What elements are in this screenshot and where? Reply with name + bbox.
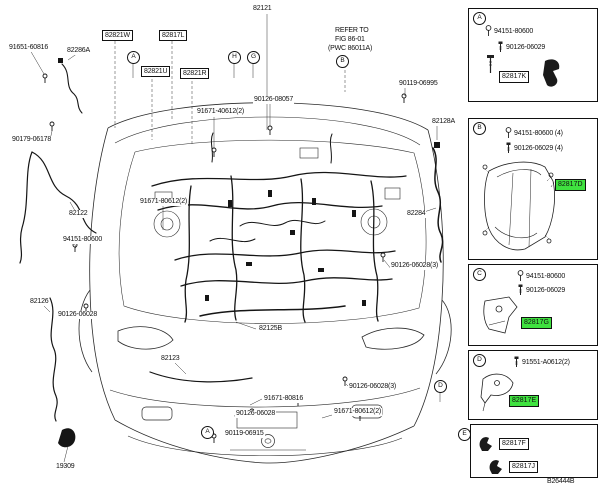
bolt-icon [498,41,503,52]
part-number-label: 91671-80612(2) [333,408,383,416]
wiring-harness [19,63,444,422]
part-number-label: 82284 [406,210,427,218]
callout-letter-a: A [473,12,486,25]
part-number-label: 94151-80600 [62,236,104,244]
callout-letter-e: E [458,428,471,441]
part-number-label: REFER TO [334,27,370,35]
drawing-number: B26444B [547,478,575,485]
part-illustration-82817g [483,296,518,334]
part-illustration-82817f [479,437,492,451]
part-tag: 82817F [499,438,529,450]
part-number-label: 91671-40612(2) [196,108,246,116]
bolt-icon [514,356,519,367]
part-number-label: 90126-06028 [235,410,277,418]
part-number-label: 90119-06995 [398,80,439,88]
part-number: 90126-06029 (4) [514,144,563,152]
part-illustration-82817k [487,55,560,87]
part-number: 94151-80600 [526,272,566,280]
part-number-label: 90119-06915 [224,430,265,438]
part-illustration-82817e [480,373,514,412]
part-tag: 82817G [521,317,552,329]
part-number-label: 82126 [29,298,50,306]
part-row: 90126-06029 (4) [505,142,563,154]
part-number-label: 90126-06028(3) [390,262,440,270]
callout-box-b: B 94151-80600 (4) 90126-06029 (4) [468,118,598,260]
callout-box-d: D 91551-A0612(2) 82817E [468,350,598,420]
part-number-label: 91671-80612(2) [139,198,189,206]
callout-box-a: A 94151-80600 90126-06029 82817K [468,8,598,102]
part-number: 91551-A0612(2) [522,358,570,366]
diagram-callout-g: G [247,51,260,64]
part-row: 91551-A0612(2) [513,356,570,368]
part-row: 90126-06029 [497,41,545,53]
part-number-label: 91651-60816 [8,44,50,52]
grommet-icon [505,127,512,138]
part-number-label: 82121 [252,5,273,13]
part-number-label: 90126-08057 [253,96,295,104]
diagram-callout-b: B [336,55,349,68]
callout-box-e: E 82817F 82817J [458,424,598,478]
part-row: 94151-80600 [517,270,565,282]
part-number-label: FIG 86-01 [334,36,366,44]
part-number-label: 82128A [431,118,456,126]
part-number-label: (PWC 86011A) [327,45,374,53]
bolt-icon [518,284,523,295]
part-number: 90126-06029 [526,286,566,294]
part-number-label: 90126-06028(3) [348,383,398,391]
diagram-callout-a: A [201,426,214,439]
part-tag: 82817E [509,395,540,407]
grommet-icon [517,270,524,281]
part-number-label: 82125B [258,325,283,333]
part-tag: 82817K [499,71,530,83]
part-number-label: 82821W [102,30,133,41]
part-number-label: 90179-06178 [11,136,53,144]
part-row: 94151-80600 (4) [505,127,563,139]
part-number-label: 19309 [55,463,76,471]
callout-letter-c: C [473,268,486,281]
diagram-callout-h: H [228,51,241,64]
part-number-label: 82123 [160,355,181,363]
part-number-label: 82122 [68,210,89,218]
callout-letter-b: B [473,122,486,135]
part-row: 90126-06029 [517,284,565,296]
part-number-label: 82821R [180,68,210,79]
part-tag: 82817J [509,461,538,473]
part-number: 94151-80600 (4) [514,129,563,137]
part-number-label: 82817L [159,30,188,41]
part-number-label: 82286A [66,47,91,55]
diagram-callout-a: A [127,51,140,64]
part-row: 94151-80600 [485,25,533,37]
callout-letter-d: D [473,354,486,367]
callout-box-c: C 94151-80600 90126-06029 82817 [468,264,598,346]
diagram-callout-d: D [434,380,447,393]
grommet-icon [485,25,492,36]
part-illustration-82817d [482,161,556,251]
harness-connectors [58,58,440,448]
part-number-label: 82821U [141,66,171,77]
bolt-icon [506,142,511,153]
part-illustration-82817j [489,460,502,474]
part-number: 94151-80600 [494,27,534,35]
part-number-label: 91671-80816 [263,395,305,403]
part-number: 90126-06029 [506,43,546,51]
part-number-label: 90126-06028 [57,311,99,319]
part-tag: 82817D [555,179,586,191]
